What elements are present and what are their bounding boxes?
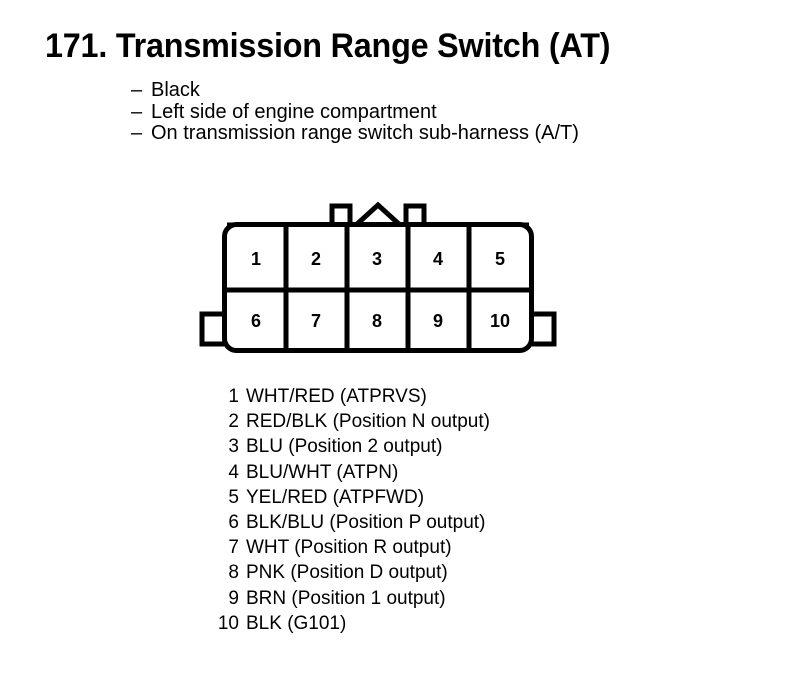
legend-row: 10 BLK (G101) — [180, 611, 490, 636]
legend-pin-description: RED/BLK (Position N output) — [246, 411, 490, 433]
legend-row: 9 BRN (Position 1 output) — [180, 586, 490, 611]
note-text: On transmission range switch sub-harness… — [151, 122, 579, 144]
pin-legend: 1 WHT/RED (ATPRVS) 2 RED/BLK (Position N… — [180, 384, 490, 636]
legend-pin-number: 6 — [228, 512, 239, 534]
legend-row: 3 BLU (Position 2 output) — [180, 434, 490, 459]
connector-svg: 1 2 3 4 5 6 7 8 9 10 — [199, 201, 557, 353]
legend-pin-description: BLK (G101) — [246, 612, 347, 634]
note-item: – Black — [131, 79, 771, 102]
pin-cell-1: 1 — [251, 249, 261, 269]
pin-cell-8: 8 — [372, 311, 382, 331]
legend-row: 1 WHT/RED (ATPRVS) — [180, 384, 490, 409]
legend-pin-number: 2 — [228, 411, 239, 433]
legend-row: 2 RED/BLK (Position N output) — [180, 409, 490, 434]
legend-pin-number: 5 — [228, 486, 239, 508]
legend-pin-description: PNK (Position D output) — [246, 562, 448, 584]
pin-cell-3: 3 — [372, 249, 382, 269]
legend-pin-description: BLK/BLU (Position P output) — [246, 512, 486, 534]
pin-cell-5: 5 — [495, 249, 505, 269]
legend-row: 5 YEL/RED (ATPFWD) — [180, 485, 490, 510]
legend-pin-description: YEL/RED (ATPFWD) — [246, 486, 425, 508]
legend-row: 7 WHT (Position R output) — [180, 535, 490, 560]
pin-cell-6: 6 — [251, 311, 261, 331]
legend-pin-description: BLU/WHT (ATPN) — [246, 461, 399, 483]
legend-pin-number: 10 — [217, 612, 239, 634]
legend-pin-description: BLU (Position 2 output) — [246, 436, 443, 458]
dash-icon: – — [131, 79, 143, 101]
dash-icon: – — [131, 122, 143, 144]
note-item: – On transmission range switch sub-harne… — [131, 122, 771, 145]
pin-cell-7: 7 — [311, 311, 321, 331]
legend-pin-number: 8 — [228, 562, 239, 584]
legend-pin-description: BRN (Position 1 output) — [246, 587, 446, 609]
legend-pin-number: 7 — [228, 537, 239, 559]
side-tab-right — [532, 311, 557, 347]
legend-pin-description: WHT/RED (ATPRVS) — [246, 386, 427, 407]
legend-row: 8 PNK (Position D output) — [180, 560, 490, 585]
pin-cell-4: 4 — [433, 249, 443, 269]
side-tab-left — [199, 311, 224, 347]
legend-pin-number: 3 — [228, 436, 239, 458]
legend-pin-number: 9 — [228, 587, 239, 609]
legend-row: 4 BLU/WHT (ATPN) — [180, 460, 490, 485]
legend-pin-number: 1 — [228, 386, 239, 407]
legend-row: 6 BLK/BLU (Position P output) — [180, 510, 490, 535]
pin-cell-10: 10 — [490, 311, 510, 331]
pin-cell-9: 9 — [433, 311, 443, 331]
notes-list: – Black – Left side of engine compartmen… — [131, 79, 771, 145]
dash-icon: – — [131, 100, 143, 123]
page-title: 171. Transmission Range Switch (AT) — [45, 27, 611, 65]
note-item: – Left side of engine compartment — [131, 100, 771, 124]
connector-diagram: 1 2 3 4 5 6 7 8 9 10 — [196, 198, 560, 354]
note-text: Left side of engine compartment — [151, 100, 437, 123]
legend-pin-description: WHT (Position R output) — [246, 537, 452, 559]
pin-cell-2: 2 — [311, 249, 321, 269]
legend-pin-number: 4 — [228, 461, 239, 483]
note-text: Black — [151, 79, 200, 101]
